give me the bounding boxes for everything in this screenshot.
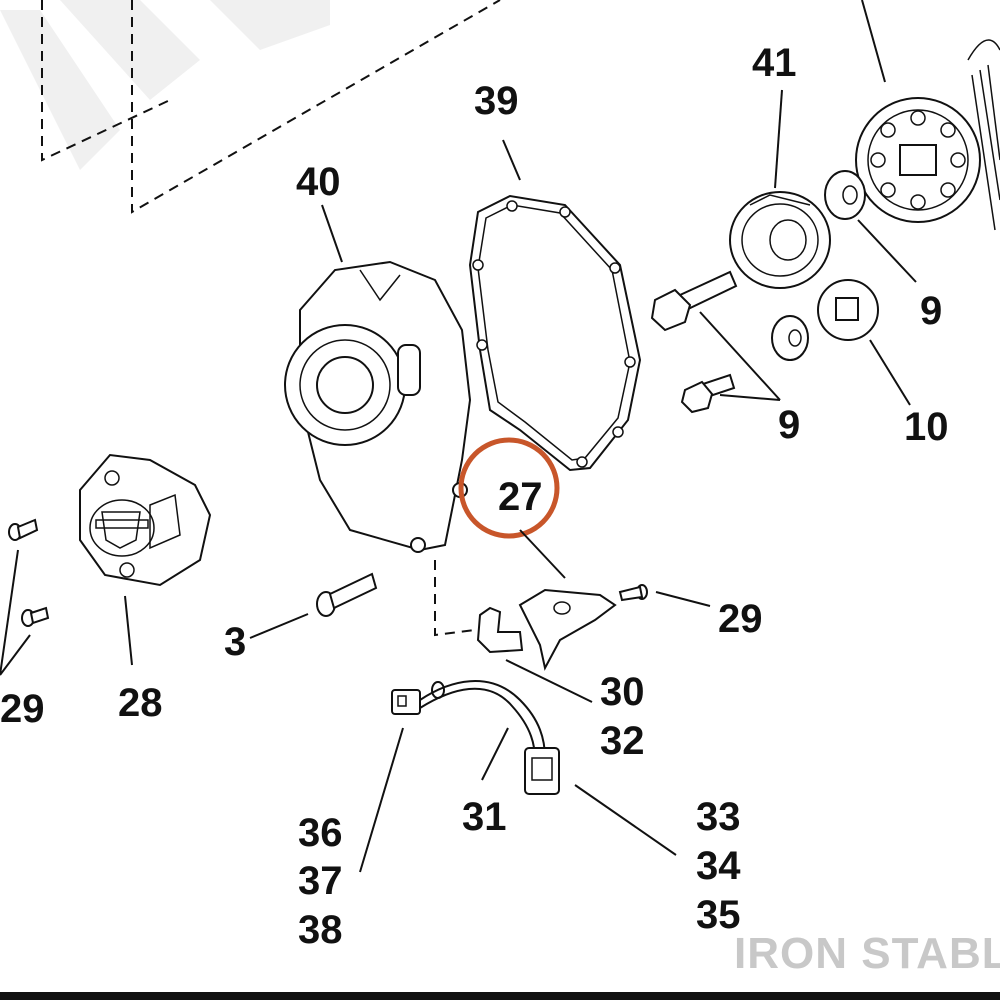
harley-bar-shield-logo-icon bbox=[95, 511, 149, 549]
bottom-border bbox=[0, 992, 1000, 1000]
callout-35: 35 bbox=[696, 893, 741, 937]
iron-stable-watermark: IRON STABLE bbox=[734, 929, 1000, 978]
assembly-dashed-line bbox=[434, 560, 491, 637]
sensor-bracket bbox=[518, 588, 617, 671]
callout-3: 3 bbox=[224, 620, 246, 664]
background-stripes bbox=[0, 0, 330, 170]
callout-9-bolts: 9 bbox=[778, 403, 800, 447]
callout-30: 30 bbox=[600, 670, 645, 714]
crank-position-sensor bbox=[476, 606, 524, 654]
sensor-wire-harness bbox=[391, 680, 560, 795]
callout-36: 36 bbox=[298, 811, 343, 855]
starter-clutch bbox=[729, 191, 831, 289]
cover-gasket bbox=[468, 194, 642, 472]
small-sprocket bbox=[817, 279, 879, 341]
callout-39: 39 bbox=[474, 79, 519, 123]
flange-bolt-long bbox=[650, 270, 738, 332]
screw bbox=[618, 584, 648, 602]
callout-34: 34 bbox=[696, 844, 741, 888]
callout-27: 27 bbox=[498, 475, 543, 519]
washer bbox=[824, 170, 866, 220]
screw bbox=[21, 606, 50, 627]
screw bbox=[8, 518, 39, 541]
leader-lines bbox=[0, 0, 917, 873]
timer-cover bbox=[79, 453, 212, 587]
primary-sprocket bbox=[855, 97, 981, 223]
callout-29-bracket: 29 bbox=[718, 597, 763, 641]
callout-38: 38 bbox=[298, 908, 343, 952]
callout-31: 31 bbox=[462, 795, 507, 839]
callout-37: 37 bbox=[298, 859, 343, 903]
socket-cap-screw bbox=[316, 572, 378, 617]
callout-40: 40 bbox=[296, 160, 341, 204]
engine-cover bbox=[284, 260, 472, 553]
callout-28: 28 bbox=[118, 681, 163, 725]
spacer-washer bbox=[771, 315, 809, 361]
callout-33: 33 bbox=[696, 795, 741, 839]
callout-labels: 41 39 40 9 9 10 27 29 29 3 28 30 32 31 3… bbox=[0, 41, 949, 952]
primary-chain bbox=[967, 39, 1000, 231]
flange-bolt-short bbox=[680, 373, 736, 414]
callout-41: 41 bbox=[752, 41, 797, 85]
callout-9-washer: 9 bbox=[920, 289, 942, 333]
callout-10: 10 bbox=[904, 405, 949, 449]
highlight-circle bbox=[458, 437, 560, 539]
callout-32: 32 bbox=[600, 719, 645, 763]
reference-dashed-lines bbox=[41, 0, 501, 214]
callout-29-timer: 29 bbox=[0, 687, 45, 731]
